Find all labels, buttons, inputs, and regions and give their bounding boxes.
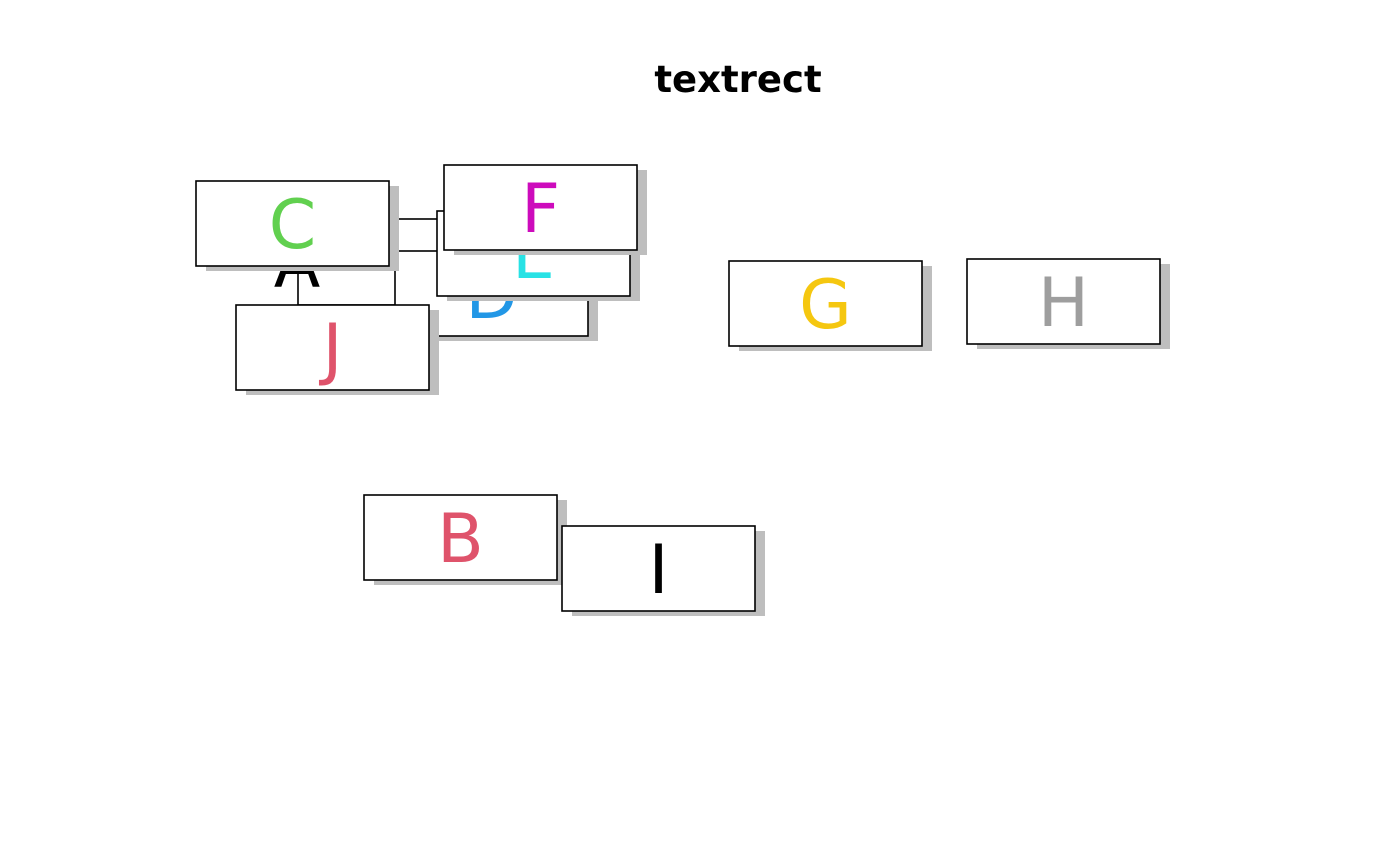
plot-title: textrect xyxy=(654,58,822,101)
text-box-i: I xyxy=(561,525,765,616)
text-box-g: G xyxy=(728,260,932,351)
box-rect-j xyxy=(235,304,430,391)
text-box-h: H xyxy=(966,258,1170,349)
text-box-b: B xyxy=(363,494,567,585)
box-label-j: J xyxy=(318,310,342,389)
box-rect-g xyxy=(728,260,923,347)
box-rect-i xyxy=(561,525,756,612)
text-box-c: C xyxy=(195,180,399,271)
box-label-i: I xyxy=(648,531,668,610)
box-label-f: F xyxy=(521,170,560,249)
box-label-b: B xyxy=(437,500,484,579)
text-box-j: J xyxy=(235,304,439,395)
box-label-c: C xyxy=(269,186,316,265)
box-label-h: H xyxy=(1038,264,1089,343)
box-rect-f xyxy=(443,164,638,251)
box-rect-h xyxy=(966,258,1161,345)
box-label-g: G xyxy=(799,266,852,345)
box-rect-b xyxy=(363,494,558,581)
text-box-f: F xyxy=(443,164,647,255)
box-rect-c xyxy=(195,180,390,267)
